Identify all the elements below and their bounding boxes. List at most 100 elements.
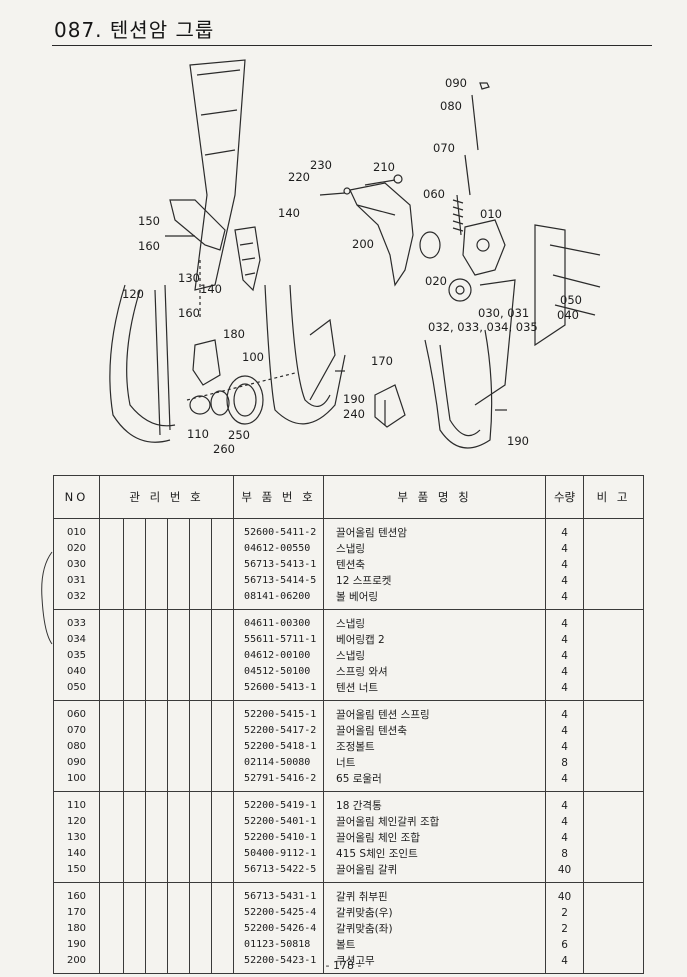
- cell-qty: 4: [545, 573, 585, 589]
- cell-part-no: 52200-5425-4: [233, 905, 325, 921]
- cell-mgmt: [189, 921, 212, 937]
- cell-note: [583, 905, 645, 921]
- cell-part-no: 52200-5415-1: [233, 700, 325, 723]
- cell-no: 190: [53, 937, 100, 953]
- cell-mgmt: [99, 723, 124, 739]
- cell-mgmt: [99, 905, 124, 921]
- cell-note: [583, 882, 645, 905]
- cell-mgmt: [123, 905, 146, 921]
- cell-mgmt: [210, 905, 235, 921]
- callout-label: 120: [122, 287, 144, 301]
- cell-part-name: 끌어올림 체인갈퀴 조합: [323, 814, 547, 830]
- cell-no: 170: [53, 905, 100, 921]
- cell-mgmt: [123, 739, 146, 755]
- callout-label: 040: [557, 308, 579, 322]
- cell-mgmt: [189, 771, 212, 792]
- cell-qty: 4: [545, 557, 585, 573]
- cell-mgmt: [145, 557, 168, 573]
- cell-mgmt: [99, 518, 124, 541]
- cell-mgmt: [99, 862, 124, 883]
- cell-note: [583, 846, 645, 862]
- cell-mgmt: [99, 937, 124, 953]
- cell-mgmt: [145, 680, 168, 701]
- cell-note: [583, 830, 645, 846]
- cell-note: [583, 921, 645, 937]
- cell-note: [583, 648, 645, 664]
- cell-mgmt: [189, 632, 212, 648]
- cell-mgmt: [167, 518, 190, 541]
- cell-mgmt: [99, 609, 124, 632]
- cell-part-name: 스프링 와셔: [323, 664, 547, 680]
- cell-mgmt: [145, 882, 168, 905]
- table-header-row: NO 관 리 번 호 부 품 번 호 부 품 명 칭 수량 비 고: [53, 475, 645, 519]
- cell-part-no: 56713-5422-5: [233, 862, 325, 883]
- cell-part-name: 12 스프로켓: [323, 573, 547, 589]
- cell-mgmt: [210, 862, 235, 883]
- cell-mgmt: [145, 541, 168, 557]
- cell-no: 160: [53, 882, 100, 905]
- cell-part-no: 04612-00550: [233, 541, 325, 557]
- cell-mgmt: [99, 830, 124, 846]
- cell-mgmt: [189, 862, 212, 883]
- cell-no: 040: [53, 664, 100, 680]
- callout-label: 030, 031: [478, 306, 529, 320]
- cell-qty: 8: [545, 755, 585, 771]
- cell-mgmt: [99, 814, 124, 830]
- cell-mgmt: [189, 830, 212, 846]
- callout-label: 240: [343, 407, 365, 421]
- callout-label: 060: [423, 187, 445, 201]
- cell-mgmt: [123, 573, 146, 589]
- cell-note: [583, 791, 645, 814]
- cell-part-no: 52200-5418-1: [233, 739, 325, 755]
- cell-part-name: 갈퀴 취부핀: [323, 882, 547, 905]
- cell-no: 020: [53, 541, 100, 557]
- cell-mgmt: [167, 680, 190, 701]
- cell-no: 034: [53, 632, 100, 648]
- cell-part-no: 04611-00300: [233, 609, 325, 632]
- diagram-callouts: 090 080 070 230 210 220 060 010 150 140 …: [122, 76, 582, 456]
- cell-mgmt: [189, 557, 212, 573]
- cell-no: 070: [53, 723, 100, 739]
- cell-part-name: 415 S체인 조인트: [323, 846, 547, 862]
- cell-mgmt: [145, 791, 168, 814]
- callout-label: 170: [371, 354, 393, 368]
- cell-no: 150: [53, 862, 100, 883]
- cell-mgmt: [210, 680, 235, 701]
- cell-no: 010: [53, 518, 100, 541]
- cell-part-name: 끌어올림 텐션 스프링: [323, 700, 547, 723]
- cell-mgmt: [145, 518, 168, 541]
- cell-mgmt: [145, 921, 168, 937]
- cell-mgmt: [99, 648, 124, 664]
- cell-mgmt: [145, 937, 168, 953]
- page-number: - 178 -: [325, 959, 362, 972]
- cell-part-no: 52200-5410-1: [233, 830, 325, 846]
- cell-mgmt: [210, 882, 235, 905]
- cell-part-no: 52600-5411-2: [233, 518, 325, 541]
- cell-mgmt: [167, 739, 190, 755]
- cell-mgmt: [210, 814, 235, 830]
- cell-part-name: 조정볼트: [323, 739, 547, 755]
- cell-mgmt: [145, 700, 168, 723]
- cell-note: [583, 862, 645, 883]
- cell-no: 032: [53, 589, 100, 610]
- cell-mgmt: [210, 921, 235, 937]
- cell-mgmt: [210, 609, 235, 632]
- cell-mgmt: [167, 609, 190, 632]
- cell-mgmt: [123, 648, 146, 664]
- cell-qty: 4: [545, 609, 585, 632]
- cell-part-no: 56713-5431-1: [233, 882, 325, 905]
- cell-part-no: 52200-5419-1: [233, 791, 325, 814]
